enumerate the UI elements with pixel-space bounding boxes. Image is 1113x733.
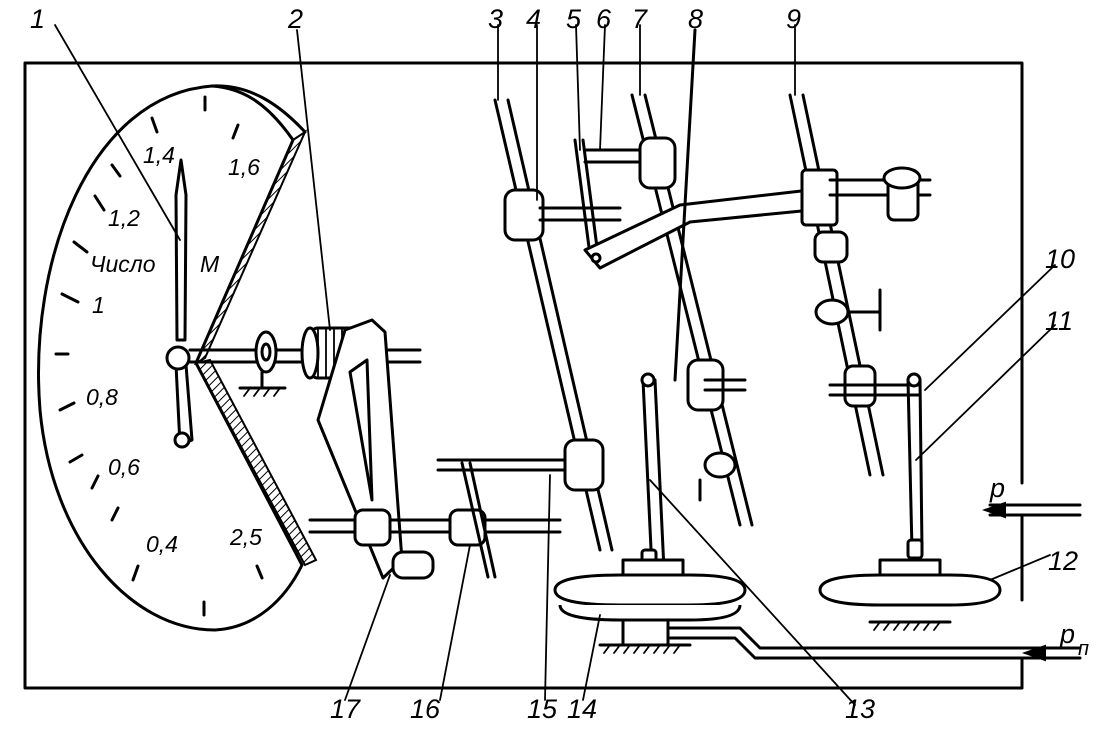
- dial-label-1-6: 1,6: [228, 154, 260, 180]
- dial-label-1: 1: [92, 292, 105, 318]
- callout-leaders: [54, 24, 1056, 706]
- rod-11: [906, 372, 924, 560]
- callout-2: 2: [287, 4, 303, 34]
- rod-13: [640, 372, 666, 572]
- dial-ticks: [54, 95, 264, 617]
- callout-4: 4: [526, 4, 541, 34]
- dial-label-0-4: 0,4: [146, 531, 178, 557]
- lower-shaft: [308, 461, 562, 579]
- dial-label-1-4: 1,4: [143, 142, 175, 168]
- dial-label-0-8: 0,8: [86, 384, 118, 410]
- membrane-box-14: [553, 558, 747, 654]
- rod-group-5-7: [573, 93, 814, 527]
- callout-9: 9: [786, 4, 801, 34]
- callout-13: 13: [845, 694, 875, 724]
- pressure-total-subscript: п: [1078, 638, 1089, 660]
- pressure-static-label: p: [989, 473, 1005, 503]
- pressure-labels: p p п: [989, 473, 1089, 660]
- callout-14: 14: [567, 694, 597, 724]
- callout-1: 1: [30, 4, 45, 34]
- rod-9-assembly: [788, 93, 932, 477]
- membrane-box-12: [818, 558, 1002, 631]
- callout-17: 17: [330, 694, 361, 724]
- callout-6: 6: [596, 4, 612, 34]
- callout-10: 10: [1045, 244, 1075, 274]
- callout-7: 7: [632, 4, 648, 34]
- dial-label-0-6: 0,6: [108, 454, 140, 480]
- link-rod-15: [436, 98, 622, 552]
- dial-label-2-5: 2,5: [229, 524, 262, 550]
- callout-8: 8: [688, 4, 703, 34]
- housing-frame: [23, 61, 1024, 690]
- pressure-pipes: [668, 501, 1082, 662]
- callout-5: 5: [566, 4, 582, 34]
- callout-11: 11: [1045, 306, 1073, 336]
- callout-16: 16: [410, 694, 441, 724]
- dial-caption-symbol: М: [200, 251, 220, 277]
- dial-caption-word: Число: [90, 251, 156, 277]
- dial-face: 1,4 1,6 1,2 1 0,8 0,6 0,4 2,5 Число М: [37, 84, 318, 632]
- rod-8: [673, 28, 747, 502]
- pressure-total-label: p: [1059, 619, 1075, 649]
- dial-label-1-2: 1,2: [108, 205, 140, 231]
- pointer-needle: [165, 158, 194, 449]
- callout-labels: 1 2 3 4 5 6 7 8 9 10 11 12 13 14 15 16 1…: [30, 4, 1078, 724]
- callout-12: 12: [1048, 546, 1078, 576]
- callout-3: 3: [488, 4, 503, 34]
- callout-15: 15: [527, 694, 558, 724]
